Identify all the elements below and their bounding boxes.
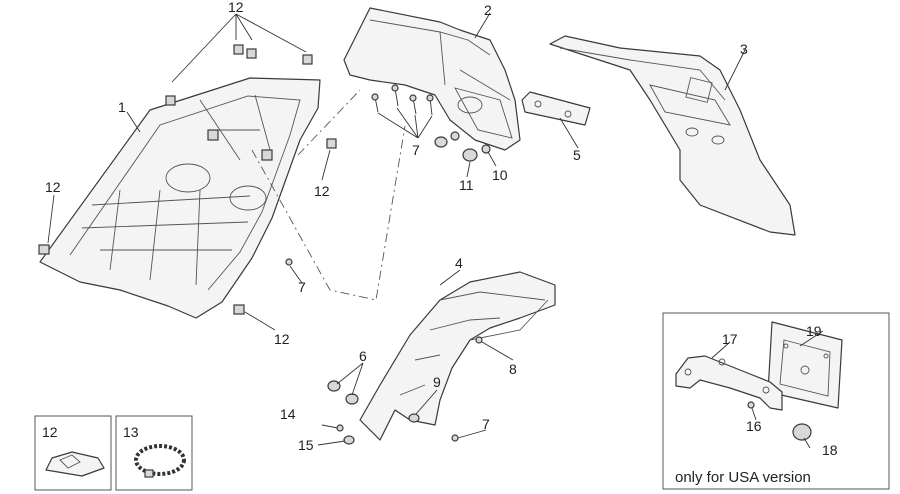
callout-17: 17	[722, 331, 738, 347]
callout-1: 1	[118, 99, 126, 115]
callout-labels: 12 1 2 3 5 7 11 10 12 12 7 12 4 6 8 9 14…	[45, 0, 748, 453]
part-2-rear-frame-cover	[343, 7, 521, 151]
clips-12	[38, 44, 337, 315]
callout-12-left: 12	[45, 179, 61, 195]
callout-16: 16	[746, 418, 762, 434]
leader-lines	[47, 12, 746, 446]
callout-7-lower: 7	[482, 416, 490, 432]
part-4-front-mudguard	[359, 271, 556, 441]
part-3-license-plate-holder	[549, 35, 796, 236]
nuts-10-11	[434, 131, 491, 162]
usa-version-box: 17 19 16 18 only for USA version	[662, 312, 890, 490]
callout-2: 2	[484, 2, 492, 18]
callout-14: 14	[280, 406, 296, 422]
usa-version-note: only for USA version	[675, 469, 811, 486]
inset-13-label: 13	[123, 424, 139, 440]
callout-11: 11	[459, 177, 474, 193]
callout-18: 18	[822, 442, 838, 458]
callout-10: 10	[492, 167, 508, 183]
callout-7-mid: 7	[298, 279, 306, 295]
callout-12-right: 12	[314, 183, 330, 199]
inset-box-13: 13	[115, 415, 193, 491]
screws-7-upper	[371, 84, 434, 116]
callout-5: 5	[573, 147, 581, 163]
callout-19: 19	[806, 323, 822, 339]
callout-6: 6	[359, 348, 367, 364]
callout-12-bottom: 12	[274, 331, 290, 347]
callout-3: 3	[740, 41, 748, 57]
fasteners-front	[285, 258, 483, 445]
part-1-rear-undertray	[39, 77, 321, 319]
callout-4: 4	[455, 255, 463, 271]
callout-8: 8	[509, 361, 517, 377]
callout-15: 15	[298, 437, 314, 453]
alignment-lines	[251, 89, 406, 301]
inset-12-label: 12	[42, 424, 58, 440]
part-5-reflector	[521, 91, 591, 126]
callout-12-top: 12	[228, 0, 244, 15]
inset-box-12: 12	[34, 415, 112, 491]
callout-9: 9	[433, 374, 441, 390]
callout-7-upper: 7	[412, 142, 420, 158]
